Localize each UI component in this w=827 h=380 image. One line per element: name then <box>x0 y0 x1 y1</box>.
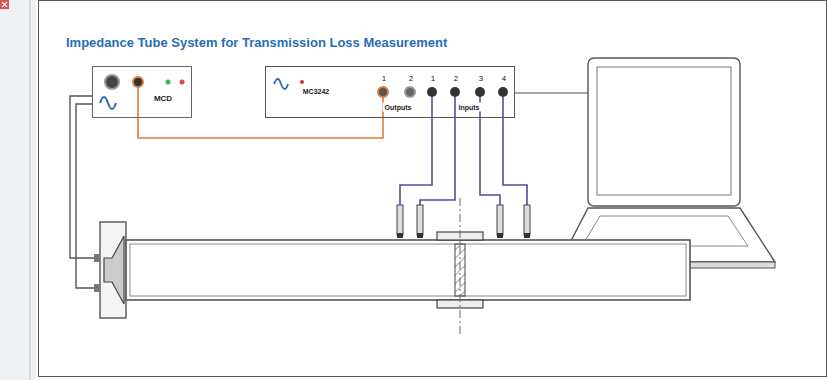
speaker-wire <box>76 104 94 288</box>
input-connector <box>427 87 437 97</box>
output-connector <box>405 87 415 97</box>
panel-frame <box>39 1 827 377</box>
input-connector <box>475 87 485 97</box>
channel-number: 2 <box>454 75 458 83</box>
amp-output <box>133 77 143 87</box>
channel-number: 2 <box>409 75 413 83</box>
group-label: Inputs <box>457 103 482 112</box>
loudspeaker <box>94 222 126 318</box>
output-connector <box>378 87 388 97</box>
close-icon <box>0 0 9 9</box>
logo <box>274 79 288 89</box>
speaker-wire <box>70 96 94 258</box>
group-label: Outputs <box>383 103 414 112</box>
led-green <box>166 80 171 85</box>
side-strip <box>0 0 36 380</box>
daq-box: MC3242 1 2Outputs 1 2 3 4Inputs <box>265 66 515 118</box>
mic-cables <box>400 97 527 205</box>
usb-cable <box>515 92 588 93</box>
impedance-tube <box>126 198 690 335</box>
input-connector <box>450 87 460 97</box>
amp-knob <box>105 75 119 89</box>
strip-edge <box>30 0 31 380</box>
channel-number: 1 <box>382 75 386 83</box>
led-red <box>180 80 185 85</box>
diagram-title: Impedance Tube System for Transmission L… <box>66 35 447 50</box>
model-label: MCD <box>154 95 172 103</box>
channel-number: 3 <box>479 75 483 83</box>
channel-number: 4 <box>502 75 506 83</box>
model-label: MC3242 <box>303 88 329 95</box>
channel-number: 1 <box>431 75 435 83</box>
close-cross <box>2 2 7 7</box>
amplifier-box: MCD <box>92 66 192 118</box>
laptop <box>560 58 775 268</box>
signal-cable <box>138 118 383 138</box>
logo <box>100 97 116 109</box>
power-led <box>300 80 304 84</box>
input-connector <box>498 87 508 97</box>
orange-stub <box>137 87 139 118</box>
